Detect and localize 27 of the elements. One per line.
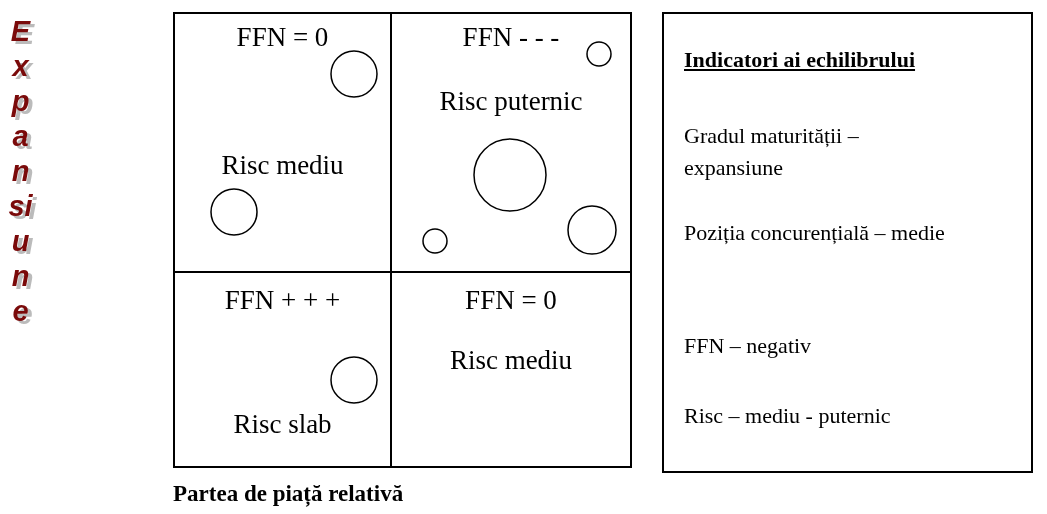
indicator-panel	[662, 12, 1033, 473]
risk-label: Risc mediu	[448, 345, 574, 375]
matrix-quadrant	[390, 271, 632, 468]
matrix-quadrant	[173, 12, 392, 273]
bubble-circle	[330, 50, 378, 98]
axis-label: Partea de piață relativă	[173, 481, 405, 507]
indicator-text: Gradul maturității – expansiune	[684, 122, 860, 182]
risk-label: Risc slab	[232, 409, 333, 439]
cash-flow-label: FFN = 0	[464, 285, 558, 315]
risk-label: Risc mediu	[220, 150, 345, 180]
axis-label-vertical: Expansiune	[7, 14, 34, 329]
bubble-circle	[422, 228, 448, 254]
cash-flow-label: FFN = 0	[235, 22, 330, 52]
cash-flow-label: FFN - - -	[461, 22, 561, 52]
bubble-circle	[473, 138, 547, 212]
indicator-text: FFN – negativ	[684, 332, 813, 360]
matrix-quadrant	[390, 12, 632, 273]
indicator-text: Risc – mediu - puternic	[684, 402, 892, 430]
bubble-circle	[567, 205, 617, 255]
bubble-circle	[586, 41, 612, 67]
bubble-circle	[330, 356, 378, 404]
bubble-circle	[210, 188, 258, 236]
matrix-quadrant	[173, 271, 392, 468]
risk-label: Risc puternic	[438, 86, 584, 116]
indicator-text: Poziția concurențială – medie	[684, 219, 946, 247]
cash-flow-label: FFN + + +	[223, 285, 342, 315]
panel-heading: Indicatori ai echilibrului	[684, 46, 917, 74]
